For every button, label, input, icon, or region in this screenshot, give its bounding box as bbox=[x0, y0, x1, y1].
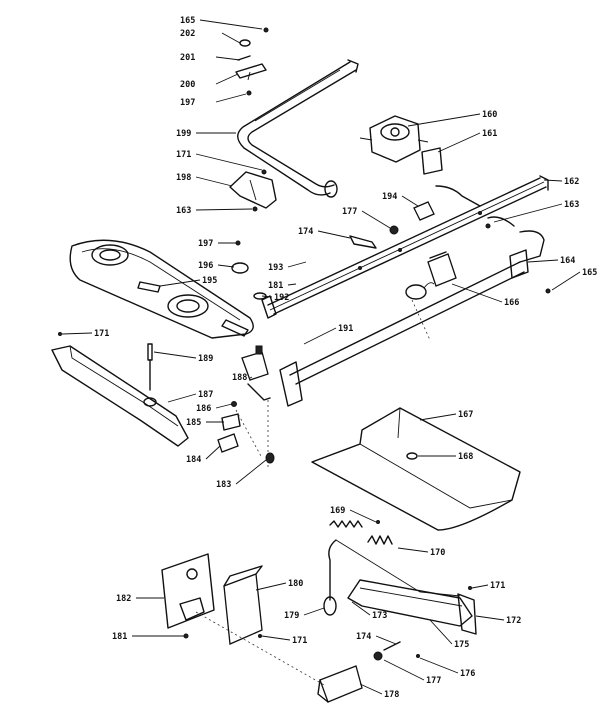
callout-197-b: 197 bbox=[198, 239, 213, 249]
callout-175: 175 bbox=[454, 640, 469, 650]
part-burner-tube bbox=[237, 59, 359, 198]
callout-174: 174 bbox=[298, 227, 313, 237]
callout-170: 170 bbox=[430, 548, 445, 558]
callout-183: 183 bbox=[216, 480, 231, 490]
part-bracket bbox=[229, 169, 277, 212]
callout-177: 177 bbox=[342, 207, 357, 217]
callout-161: 161 bbox=[482, 129, 497, 139]
callout-163-b: 163 bbox=[564, 200, 579, 210]
callout-177-b: 177 bbox=[426, 676, 441, 686]
callout-194: 194 bbox=[382, 192, 397, 202]
part-pilot bbox=[147, 343, 153, 391]
callout-169: 169 bbox=[330, 506, 345, 516]
callout-172: 172 bbox=[506, 616, 521, 626]
part-regulator bbox=[359, 115, 429, 163]
callout-195: 195 bbox=[202, 276, 217, 286]
callout-197: 197 bbox=[180, 98, 195, 108]
callout-166: 166 bbox=[504, 298, 519, 308]
part-manifold bbox=[261, 175, 549, 319]
part-control-box bbox=[223, 565, 263, 645]
part-mounting-plate bbox=[161, 553, 215, 639]
callout-171: 171 bbox=[176, 150, 191, 160]
callout-165: 165 bbox=[180, 16, 195, 26]
callout-171-b: 171 bbox=[94, 329, 109, 339]
callout-168: 168 bbox=[458, 452, 473, 462]
callout-193: 193 bbox=[268, 263, 283, 273]
callout-202: 202 bbox=[180, 29, 195, 39]
part-baffle bbox=[51, 332, 189, 447]
part-spring bbox=[329, 520, 393, 545]
callout-174-b: 174 bbox=[356, 632, 371, 642]
part-broiler-support bbox=[323, 539, 477, 635]
callout-163: 163 bbox=[176, 206, 191, 216]
part-top-hardware bbox=[235, 27, 269, 96]
callout-labels: 165 202 201 200 197 199 171 198 163 160 … bbox=[94, 16, 597, 700]
callout-191: 191 bbox=[338, 324, 353, 334]
callout-186: 186 bbox=[196, 404, 211, 414]
callout-181-b: 181 bbox=[112, 632, 127, 642]
callout-192: 192 bbox=[274, 293, 289, 303]
callout-178: 178 bbox=[384, 690, 399, 700]
callout-173: 173 bbox=[372, 611, 387, 621]
callout-160: 160 bbox=[482, 110, 497, 120]
callout-182: 182 bbox=[116, 594, 131, 604]
part-burner-assembly bbox=[69, 239, 267, 339]
callout-196: 196 bbox=[198, 261, 213, 271]
part-small-hardware bbox=[217, 401, 275, 464]
callout-200: 200 bbox=[180, 80, 195, 90]
part-deflector bbox=[311, 407, 521, 531]
callout-201: 201 bbox=[180, 53, 195, 63]
callout-198: 198 bbox=[176, 173, 191, 183]
part-thermostat bbox=[405, 251, 457, 300]
callout-167: 167 bbox=[458, 410, 473, 420]
callout-180: 180 bbox=[288, 579, 303, 589]
part-bottom-hardware bbox=[317, 586, 472, 703]
part-valve-bits bbox=[349, 201, 435, 249]
callout-165-b: 165 bbox=[582, 268, 597, 278]
callout-185: 185 bbox=[186, 418, 201, 428]
reference-lines bbox=[195, 299, 431, 687]
part-ignitor bbox=[241, 345, 271, 401]
part-gasket bbox=[421, 147, 443, 175]
callout-171-c: 171 bbox=[292, 636, 307, 646]
leader-lines bbox=[61, 19, 581, 695]
callout-189: 189 bbox=[198, 354, 213, 364]
callout-199: 199 bbox=[176, 129, 191, 139]
part-lower-manifold bbox=[279, 216, 551, 407]
callout-164: 164 bbox=[560, 256, 575, 266]
callout-188: 188 bbox=[232, 373, 247, 383]
callout-181: 181 bbox=[268, 281, 283, 291]
callout-162: 162 bbox=[564, 177, 579, 187]
callout-179: 179 bbox=[284, 611, 299, 621]
callout-176: 176 bbox=[460, 669, 475, 679]
callout-184: 184 bbox=[186, 455, 201, 465]
callout-187: 187 bbox=[198, 390, 213, 400]
callout-171-d: 171 bbox=[490, 581, 505, 591]
